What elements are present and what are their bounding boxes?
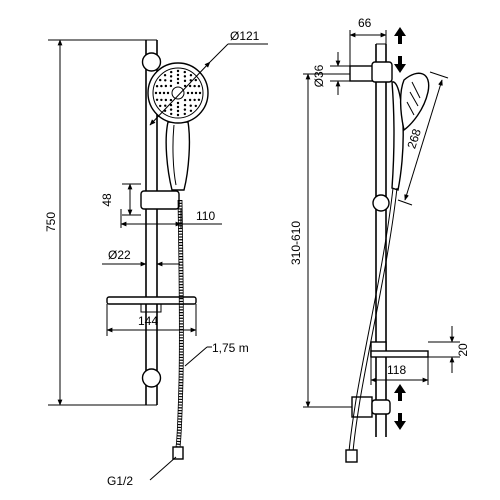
- spray-nozzle: [169, 84, 173, 88]
- connection-thread-label: G1/2: [107, 474, 133, 488]
- spray-nozzle: [194, 78, 197, 82]
- spray-nozzle: [163, 74, 167, 77]
- spray-nozzle: [189, 109, 193, 113]
- spray-nozzle: [189, 74, 193, 77]
- spray-nozzle: [164, 84, 168, 88]
- spray-nozzle: [166, 91, 170, 95]
- spray-nozzle: [176, 105, 180, 109]
- spray-nozzle: [159, 78, 162, 82]
- soap-shelf: 144: [106, 296, 197, 336]
- spray-nozzle: [176, 69, 180, 73]
- dimension-head-diameter: Ø121: [149, 29, 268, 126]
- holder-height-label: 48: [100, 193, 114, 207]
- spray-nozzle: [169, 75, 173, 78]
- spray-nozzle: [159, 104, 162, 108]
- side-shower-hose: [345, 187, 398, 463]
- spray-nozzle: [183, 112, 186, 116]
- shelf-height-label: 20: [456, 343, 470, 357]
- side-soap-shelf: 20 118: [370, 326, 470, 385]
- spray-nozzle: [169, 108, 173, 111]
- shelf-depth-label: 118: [387, 363, 406, 377]
- side-bottom-holder: [351, 396, 391, 418]
- shelf-width-label: 144: [138, 314, 158, 328]
- spray-nozzle: [193, 98, 196, 102]
- spray-nozzle: [194, 104, 197, 108]
- spray-nozzle: [164, 98, 168, 102]
- rail-diameter-label: Ø22: [108, 248, 131, 262]
- dimension-adjust-range: 310-610: [289, 73, 352, 408]
- spray-nozzle: [162, 91, 166, 95]
- spray-nozzle: [176, 109, 180, 113]
- shower-holder: 48: [100, 183, 180, 216]
- spray-nozzle: [160, 84, 163, 88]
- spray-nozzle: [183, 98, 187, 102]
- spray-nozzle: [169, 79, 173, 83]
- adjust-arrow-top: [394, 27, 406, 73]
- spray-nozzle: [155, 98, 159, 102]
- spray-nozzle: [197, 85, 201, 88]
- spray-nozzle: [198, 91, 202, 95]
- side-wall-bracket: [372, 194, 390, 212]
- side-view: 66 Ø36: [289, 16, 470, 463]
- spray-nozzle: [183, 103, 187, 107]
- shower-hose: 1,75 m G1/2: [107, 199, 249, 488]
- spray-nozzle: [160, 98, 163, 102]
- spray-nozzle: [176, 81, 180, 85]
- side-slide-rail: [375, 43, 387, 437]
- spray-nozzle: [164, 104, 167, 107]
- adjust-arrow-bottom: [394, 384, 406, 430]
- head-length-label: 268: [404, 127, 424, 151]
- spray-nozzle: [164, 79, 167, 82]
- spray-nozzle: [193, 84, 196, 88]
- side-holder: Ø36: [312, 52, 393, 95]
- spray-nozzle: [176, 77, 180, 81]
- holder-projection-label: 110: [196, 209, 215, 223]
- dimension-head-length: 268: [397, 71, 449, 206]
- spray-nozzle: [158, 91, 162, 95]
- head-diameter-label: Ø121: [230, 29, 260, 43]
- spray-nozzle: [186, 91, 190, 95]
- dimension-rail-offset: 66: [349, 16, 387, 70]
- front-view: 750 Ø121: [44, 29, 268, 488]
- hose-length-label: 1,75 m: [212, 341, 249, 355]
- top-wall-bracket: [141, 52, 162, 72]
- overall-height-label: 750: [44, 212, 58, 232]
- bottom-wall-bracket: [141, 368, 162, 388]
- spray-nozzle: [176, 113, 180, 117]
- spray-nozzle: [183, 70, 186, 74]
- holder-diameter-label: Ø36: [312, 64, 326, 87]
- spray-nozzle: [176, 73, 180, 77]
- spray-nozzle: [183, 79, 187, 83]
- dimension-overall-height: 750: [44, 39, 155, 406]
- spray-nozzle: [183, 108, 187, 111]
- dimension-holder-projection: 110: [120, 209, 222, 228]
- spray-nozzle: [194, 91, 198, 95]
- rail-offset-label: 66: [358, 16, 372, 30]
- spray-nozzle: [170, 112, 173, 116]
- spray-nozzle: [176, 101, 180, 105]
- adjust-range-label: 310-610: [289, 221, 303, 265]
- spray-nozzle: [188, 84, 192, 88]
- spray-nozzle: [189, 104, 192, 107]
- spray-nozzle: [183, 75, 187, 78]
- spray-nozzle: [169, 98, 173, 102]
- spray-nozzle: [154, 91, 158, 95]
- spray-nozzle: [188, 98, 192, 102]
- spray-nozzle: [197, 98, 201, 102]
- spray-nozzle: [170, 70, 173, 74]
- spray-nozzle: [155, 85, 159, 88]
- spray-nozzle: [190, 91, 194, 95]
- dimension-rail-diameter: Ø22: [102, 248, 180, 267]
